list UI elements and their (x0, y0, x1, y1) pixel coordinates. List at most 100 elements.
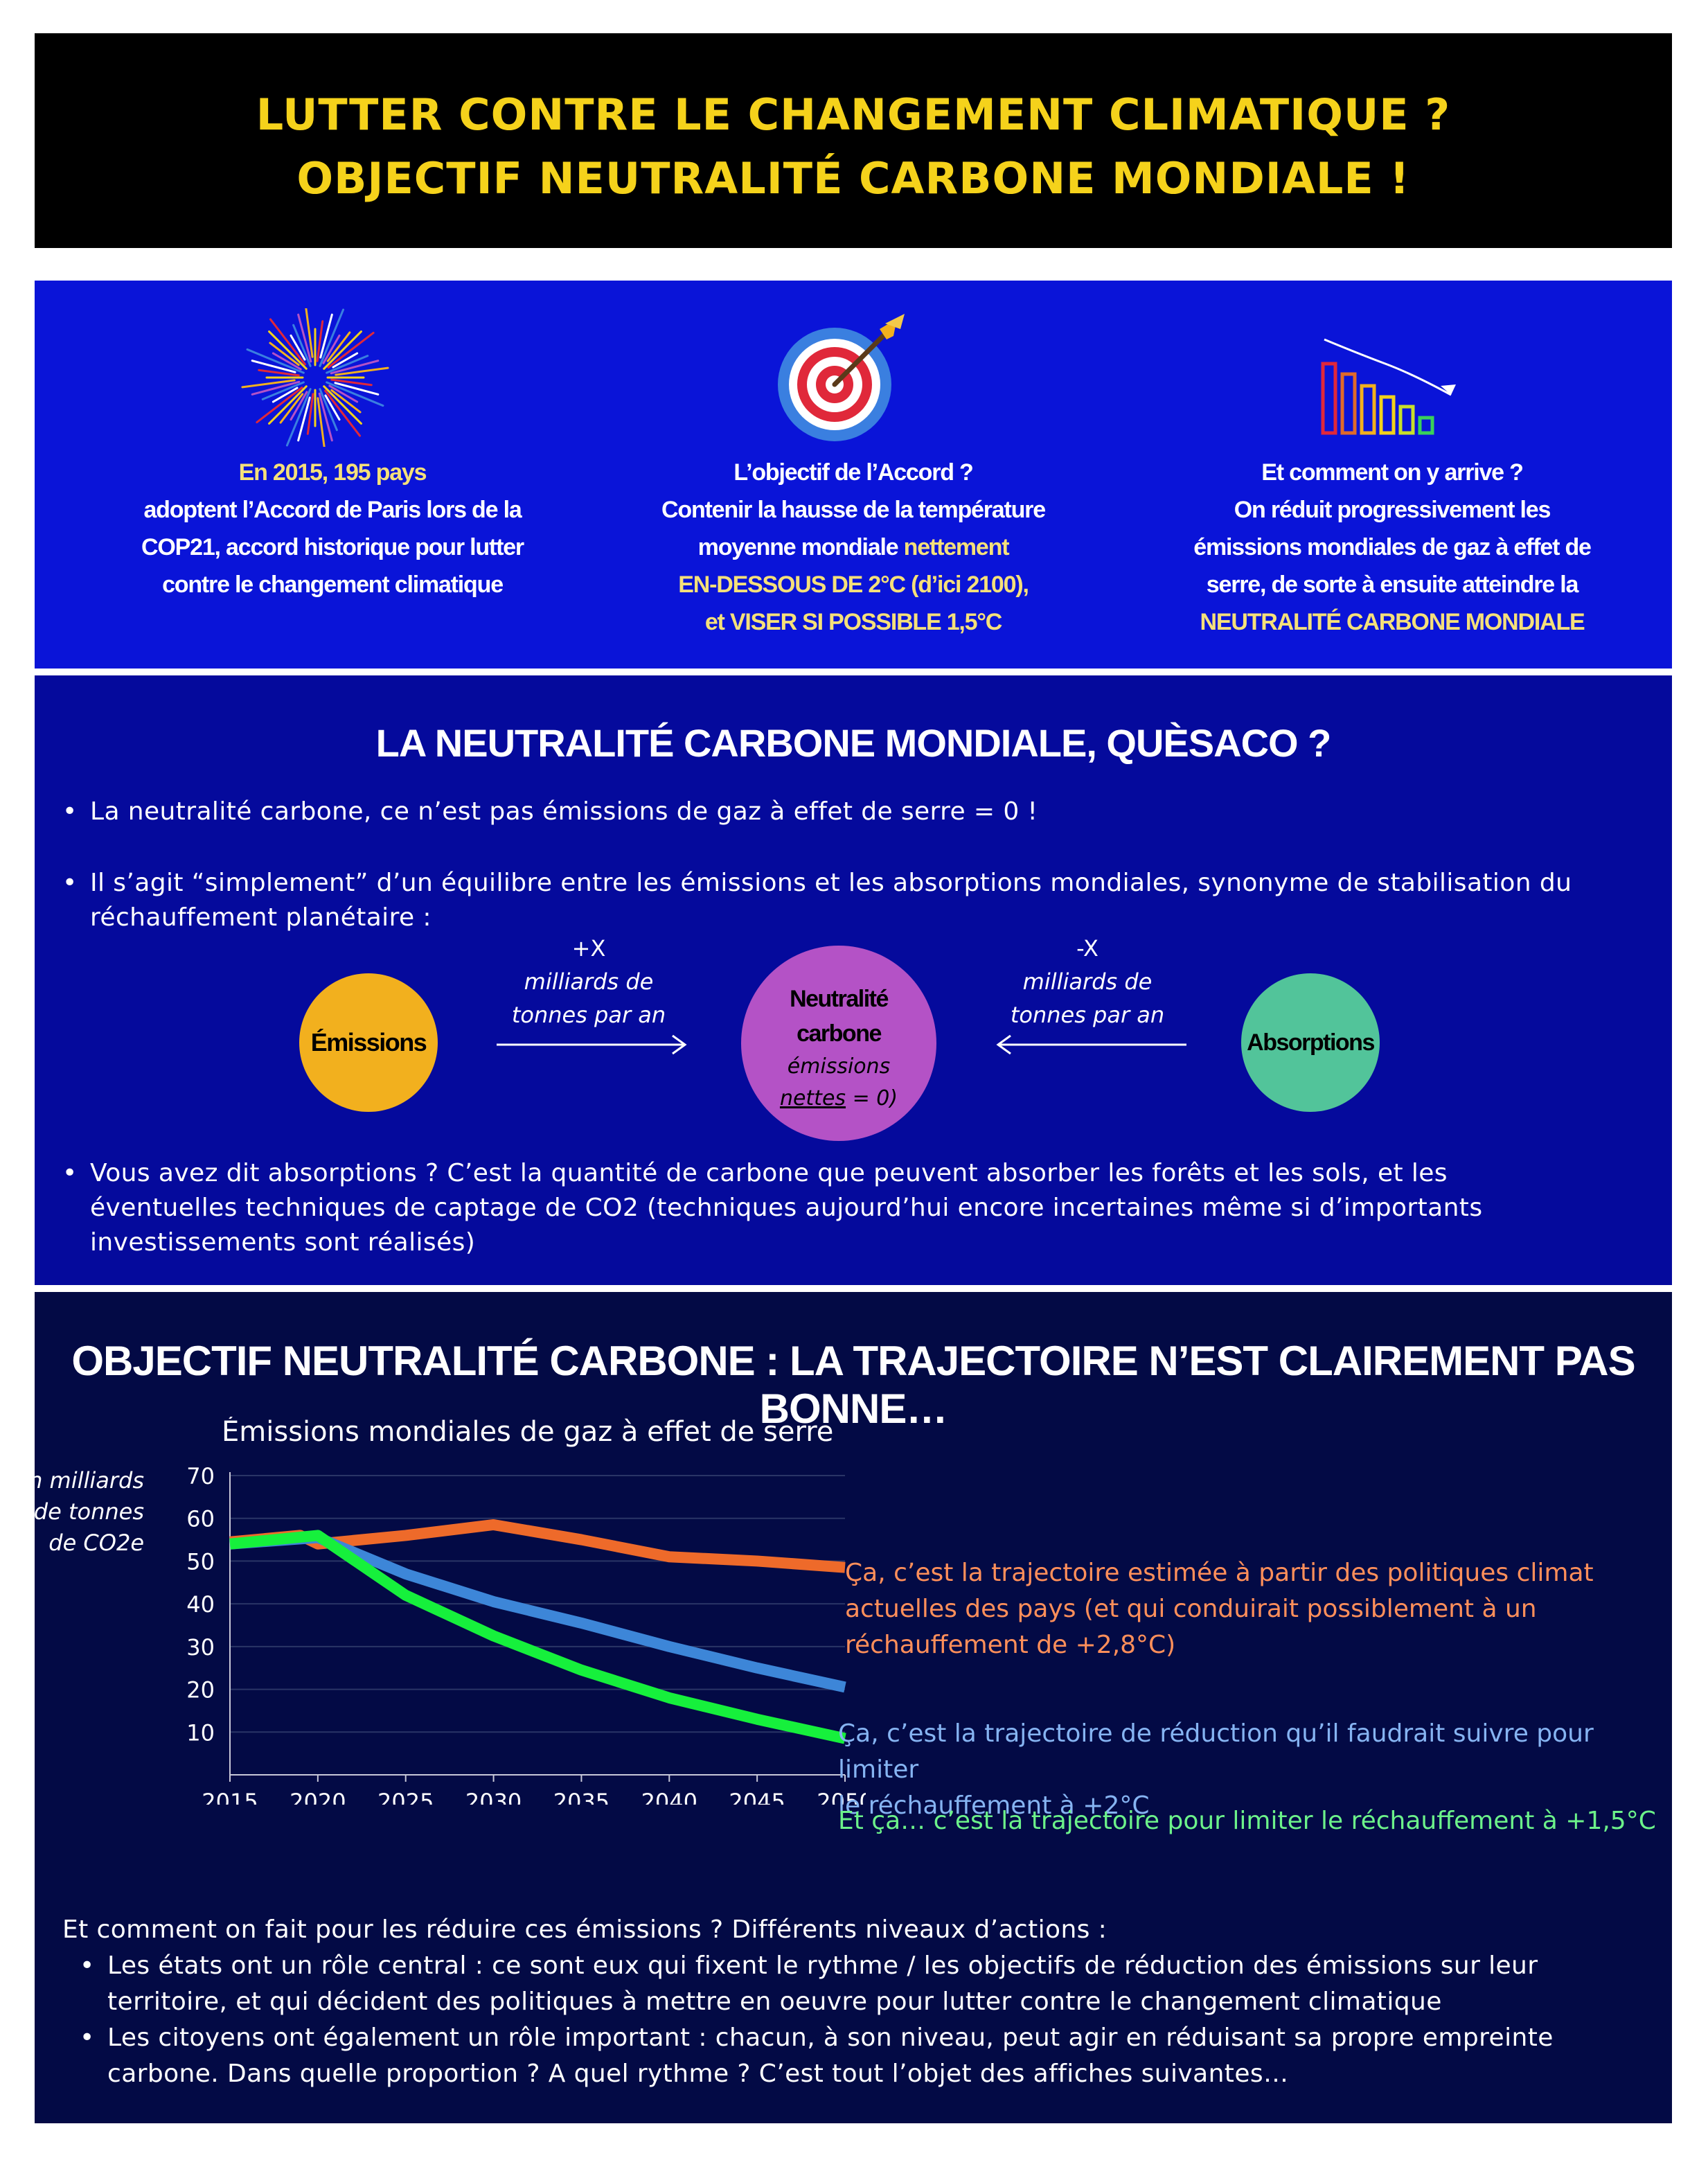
paris-agreement-text: En 2015, 195 pays adoptent l’Accord de P… (83, 454, 582, 603)
firework-ray (251, 360, 296, 373)
firework-ray (328, 384, 359, 403)
objective-line: moyenne mondiale nettement (604, 529, 1103, 566)
bullet-text: Il s’agit “simplement” d’un équilibre en… (90, 869, 1572, 897)
objective-line: Contenir la hausse de la température (661, 497, 1046, 523)
right-arrow-icon (497, 1034, 687, 1055)
firework-ray (327, 331, 375, 369)
firework-ray (297, 396, 311, 442)
firework-ray (330, 378, 373, 387)
neutrality-subtitle: nettes = 0) (741, 1083, 936, 1115)
absorptions-label: Absorptions (1247, 1029, 1375, 1056)
firework-ray (241, 379, 296, 389)
right-flow-label: -X milliards de tonnes par an (984, 932, 1191, 1032)
y-tick-label: 20 (186, 1677, 215, 1703)
firework-ray (334, 382, 380, 396)
firework-ray (318, 392, 333, 442)
firework-ray (251, 380, 301, 396)
note-line: actuelles des pays (et qui conduirait po… (845, 1595, 1537, 1623)
bullet-text: réchauffement planétaire : (90, 903, 432, 932)
objective-line: L’objectif de l’Accord ? (733, 459, 973, 486)
neutrality-title: Neutralité (790, 986, 889, 1012)
firework-ray (324, 389, 362, 437)
y-tick-label: 30 (186, 1634, 215, 1661)
firework-ray (323, 385, 362, 425)
y-axis-label: de tonnes (35, 1498, 144, 1525)
firework-ray (297, 313, 312, 363)
firework-ray (279, 393, 304, 424)
firework-ray (326, 355, 369, 374)
header-banner: LUTTER CONTRE LE CHANGEMENT CLIMATIQUE ?… (35, 33, 1672, 248)
x-tick-label: 2020 (290, 1789, 346, 1805)
emissions-circle: Émissions (299, 973, 438, 1112)
firework-ray (335, 366, 389, 376)
absorptions-circle: Absorptions (1241, 973, 1380, 1112)
firework-ray (317, 397, 326, 447)
firework-ray (290, 391, 308, 421)
note-line: Ça, c’est la trajectoire de réduction qu… (838, 1719, 1594, 1784)
bullet-text: éventuelles techniques de captage de CO2… (90, 1194, 1483, 1222)
green-trajectory-note: Et ça… c’est la trajectoire pour limiter… (838, 1803, 1656, 1839)
target-icon (778, 314, 905, 441)
bullet-text: territoire, et qui décident des politiqu… (107, 1988, 1442, 2016)
firework-ray (326, 331, 351, 362)
firework-ray (316, 320, 324, 362)
note-line: réchauffement de +2,8°C) (845, 1631, 1176, 1659)
flow-unit: tonnes par an (1010, 1002, 1165, 1028)
left-arrow-icon (996, 1034, 1186, 1055)
firework-ray (261, 381, 305, 400)
neutrality-title: carbone (797, 1020, 882, 1047)
objective-highlight: EN-DESSOUS DE 2°C (d’ici 2100), (678, 572, 1029, 598)
firework-ray (268, 330, 308, 370)
flow-unit: milliards de (524, 968, 654, 995)
chart-title: Émissions mondiales de gaz à effet de se… (222, 1417, 833, 1448)
bullet-text: carbone. Dans quelle proportion ? A quel… (107, 2060, 1289, 2088)
firework-ray (269, 342, 300, 366)
note-line: Ça, c’est la trajectoire estimée à parti… (845, 1559, 1594, 1587)
objective-line-part: moyenne mondiale (697, 534, 904, 560)
bullet-text: La neutralité carbone, ce n’est pas émis… (90, 797, 1038, 826)
x-tick-label: 2035 (553, 1789, 610, 1805)
main-title-line-2: OBJECTIF NEUTRALITÉ CARBONE MONDIALE ! (296, 153, 1410, 204)
firework-ray (319, 313, 333, 359)
bullet-item: • Vous avez dit absorptions ? C’est la q… (62, 1156, 1483, 1260)
bullet-text: Les citoyens ont également un rôle impor… (107, 2024, 1554, 2052)
bullet-dot: • (62, 797, 78, 826)
firework-ray (319, 388, 338, 432)
bullet-item: • Les citoyens ont également un rôle imp… (80, 2020, 1554, 2092)
x-tick-label: 2045 (729, 1789, 785, 1805)
firework-ray (258, 369, 300, 377)
firework-ray (256, 387, 303, 424)
how-to-achieve-text: Et comment on y arrive ? On réduit progr… (1143, 454, 1642, 641)
firework-ray (292, 324, 312, 367)
y-tick-label: 10 (186, 1719, 215, 1746)
how-line: Et comment on y arrive ? (1261, 459, 1524, 486)
how-highlight: NEUTRALITÉ CARBONE MONDIALE (1200, 609, 1585, 635)
y-axis-label: En milliards (35, 1467, 144, 1494)
firework-ray (285, 388, 312, 447)
firework-ray (319, 308, 345, 367)
carbon-neutrality-circle: Neutralité carbone émissions nettes = 0) (741, 946, 936, 1141)
trajectory-section: OBJECTIF NEUTRALITÉ CARBONE : LA TRAJECT… (35, 1292, 1672, 2123)
paris-agreement-section: En 2015, 195 pays adoptent l’Accord de P… (35, 281, 1672, 669)
how-line: On réduit progressivement les (1234, 497, 1551, 523)
flow-value: +X (571, 935, 606, 962)
firework-ray (246, 348, 305, 374)
emissions-line-chart: Émissions mondiales de gaz à effet de se… (35, 1417, 866, 1805)
emissions-label: Émissions (310, 1028, 427, 1056)
firework-ray (332, 352, 359, 369)
bullet-item: • Les états ont un rôle central : ce son… (80, 1948, 1538, 2020)
fireworks-icon (241, 308, 389, 447)
firework-ray (272, 387, 299, 403)
flow-value: -X (1076, 935, 1098, 962)
main-title-line-1: LUTTER CONTRE LE CHANGEMENT CLIMATIQUE ? (256, 89, 1451, 140)
firework-ray (290, 334, 306, 361)
neutrality-subtitle: émissions (787, 1054, 891, 1079)
y-tick-label: 50 (186, 1548, 215, 1575)
y-tick-label: 70 (186, 1463, 215, 1489)
bullet-text: Les états ont un rôle central : ce sont … (107, 1951, 1538, 1980)
x-tick-label: 2050 (817, 1789, 866, 1805)
actions-intro: Et comment on fait pour les réduire ces … (62, 1915, 1107, 1944)
section-title: LA NEUTRALITÉ CARBONE MONDIALE, QUÈSACO … (375, 721, 1332, 765)
paris-agreement-highlight: En 2015, 195 pays (238, 459, 427, 486)
bullet-dot: • (80, 1951, 95, 1980)
